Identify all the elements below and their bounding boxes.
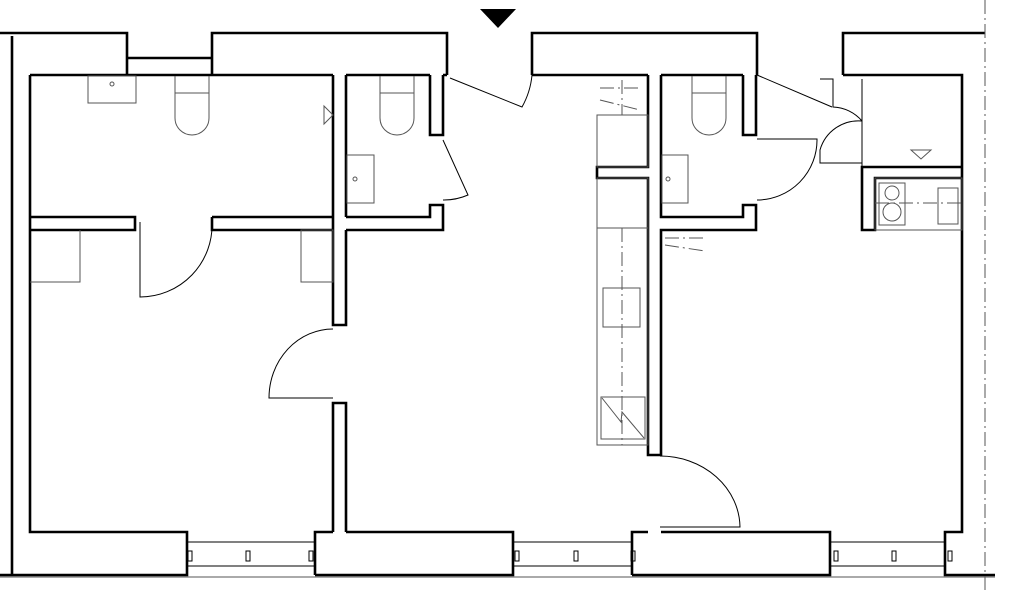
oven-icon bbox=[600, 396, 646, 440]
door-swing bbox=[449, 72, 533, 108]
stove-burner-icon bbox=[884, 185, 900, 201]
vent-marker-icon bbox=[909, 149, 933, 160]
kitchen-fixtures bbox=[596, 80, 963, 446]
closet bbox=[300, 229, 334, 283]
entrance-arrow-icon bbox=[480, 9, 516, 28]
appliance-icon bbox=[602, 287, 641, 328]
sink-icon bbox=[87, 75, 137, 104]
toilet-icon bbox=[691, 76, 727, 136]
door-swing bbox=[268, 328, 334, 399]
stove-burner-icon bbox=[882, 202, 902, 222]
doors bbox=[139, 72, 863, 528]
door-swing bbox=[659, 455, 741, 528]
vent-marker-icon bbox=[323, 104, 334, 126]
sink-icon bbox=[346, 154, 375, 204]
door-swing bbox=[442, 139, 469, 201]
door-swing bbox=[139, 221, 213, 298]
toilet-icon bbox=[379, 76, 415, 136]
door-swing bbox=[819, 78, 863, 167]
sink-icon bbox=[661, 154, 689, 204]
bathroom-fixtures bbox=[30, 75, 727, 283]
toilet-icon bbox=[174, 76, 210, 136]
windows bbox=[187, 541, 953, 567]
door-swing bbox=[756, 74, 833, 201]
